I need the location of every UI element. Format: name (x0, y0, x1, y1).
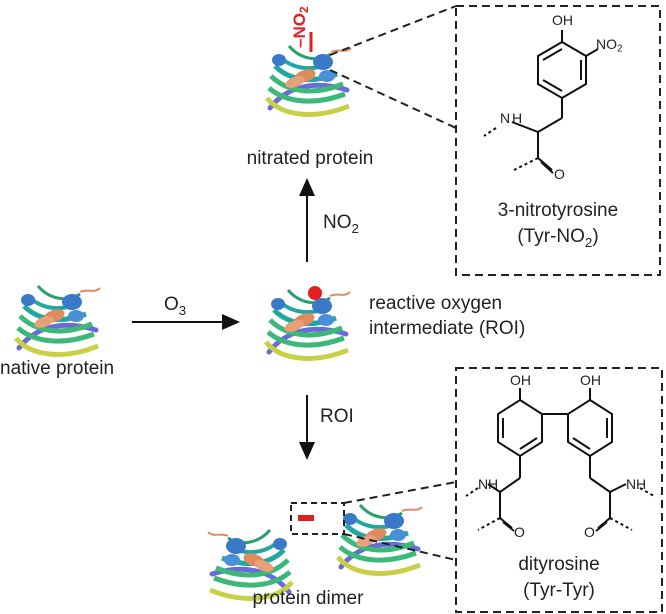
nitrotyrosine-structure (483, 30, 599, 174)
nitro-tag: –NO2 (290, 6, 311, 48)
nitro-no2-label: NO2 (596, 36, 622, 54)
crosslink-highlight-box (290, 502, 345, 535)
dityr-h-right-label: H (636, 476, 647, 492)
nitro-oh-label: OH (552, 12, 573, 28)
dityr-o-left-label: O (514, 524, 525, 540)
roi-protein-cartoon (266, 290, 350, 358)
no2-reagent-sub: 2 (351, 220, 359, 236)
protein-dimer-label: protein dimer (252, 588, 364, 609)
roi-reagent-label: ROI (320, 406, 354, 427)
nitro-no2-sub: 2 (617, 43, 623, 55)
nitrotyrosine-abbr-main: (Tyr-NO (517, 226, 585, 247)
native-protein-label: native protein (0, 358, 115, 379)
nitrotyrosine-abbr-close: ) (592, 226, 599, 247)
o3-reagent-sub: 3 (178, 302, 187, 318)
o3-reagent-main: O (164, 294, 179, 315)
dityrosine-box (455, 367, 663, 613)
dityr-h-left-label: H (488, 476, 499, 492)
zoom-line-bottom-1 (343, 481, 457, 504)
no2-reagent-main: NO (323, 212, 352, 233)
dityrosine-crosslink (298, 515, 314, 521)
nitro-no2-main: NO (596, 36, 617, 52)
reactive-oxygen-dot (308, 286, 322, 300)
dityr-o-right-label: O (584, 524, 595, 540)
native-protein-cartoon (16, 286, 100, 354)
roi-label-line1: reactive oxygen (369, 293, 503, 314)
zoom-line-top-1 (329, 5, 457, 56)
zoom-line-top-2 (329, 69, 457, 129)
no2-reagent-label: NO2 (323, 212, 359, 240)
nitro-tag-sub: 2 (297, 6, 312, 14)
nitro-tag-text: –NO (290, 13, 309, 48)
dityr-n-left-label: N (478, 476, 489, 492)
dityrosine-name: dityrosine (518, 554, 600, 575)
dityrosine-abbr: (Tyr-Tyr) (523, 580, 595, 601)
nitro-h-label: H (512, 110, 523, 126)
dityr-oh-left-label: OH (510, 372, 531, 388)
nitrotyrosine-abbr: (Tyr-NO2) (456, 226, 660, 254)
dimer-protein-right (338, 505, 422, 573)
nitro-o-label: O (554, 166, 565, 182)
zoom-line-bottom-2 (343, 533, 457, 561)
dityr-oh-right-label: OH (580, 372, 601, 388)
nitrated-protein-cartoon (267, 46, 351, 114)
nitrotyrosine-box (455, 5, 661, 276)
nitro-n-label: N (500, 110, 511, 126)
roi-label-line2: intermediate (ROI) (369, 318, 526, 339)
nitrotyrosine-name: 3-nitrotyrosine (497, 200, 619, 221)
nitrotyrosine-abbr-sub: 2 (584, 234, 593, 250)
dityrosine-structure (465, 388, 655, 532)
o3-reagent-label: O3 (164, 294, 186, 322)
dityr-n-right-label: N (626, 476, 637, 492)
nitrated-protein-label: nitrated protein (246, 148, 374, 169)
